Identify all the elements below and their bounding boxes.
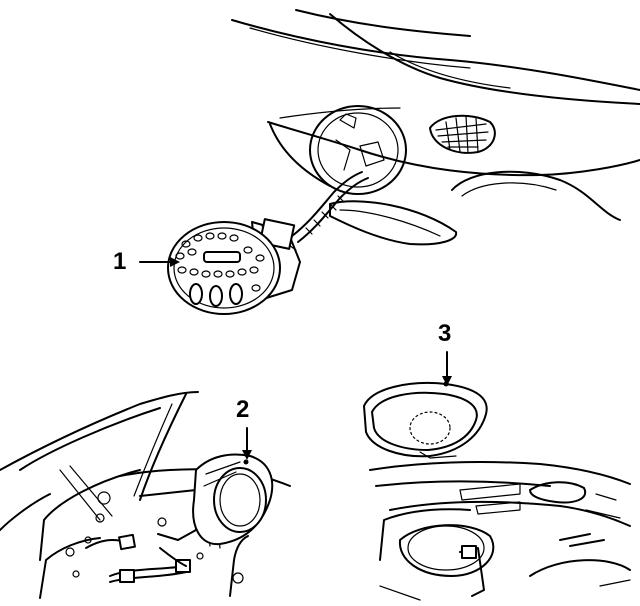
speaker-rear [363, 381, 488, 459]
callout-2: 2 [236, 396, 250, 423]
speaker-kick [192, 453, 274, 546]
callout-1: 1 [113, 248, 127, 275]
speaker-front [167, 218, 301, 315]
callout-3: 3 [438, 320, 452, 347]
wire-harness-lower [85, 533, 191, 583]
rear-deck [369, 461, 631, 601]
leader-lines [139, 257, 452, 460]
dashboard-panel [231, 9, 640, 246]
wire-harness [291, 171, 369, 243]
